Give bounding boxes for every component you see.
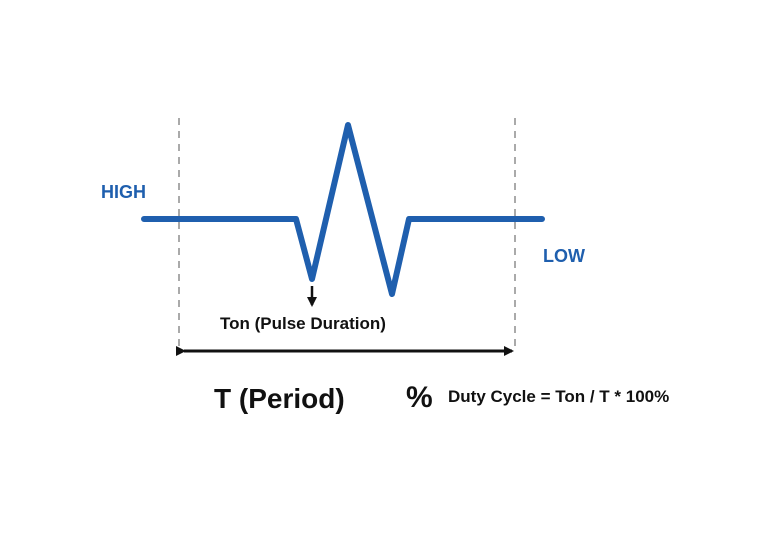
percent-sign: % <box>406 381 433 414</box>
low-label: LOW <box>543 246 585 266</box>
ton-label: Ton (Pulse Duration) <box>220 314 386 333</box>
duty-cycle-formula: Duty Cycle = Ton / T * 100% <box>448 387 669 406</box>
high-label: HIGH <box>101 182 146 202</box>
period-label: T (Period) <box>214 383 345 414</box>
signal-waveform <box>141 122 545 297</box>
